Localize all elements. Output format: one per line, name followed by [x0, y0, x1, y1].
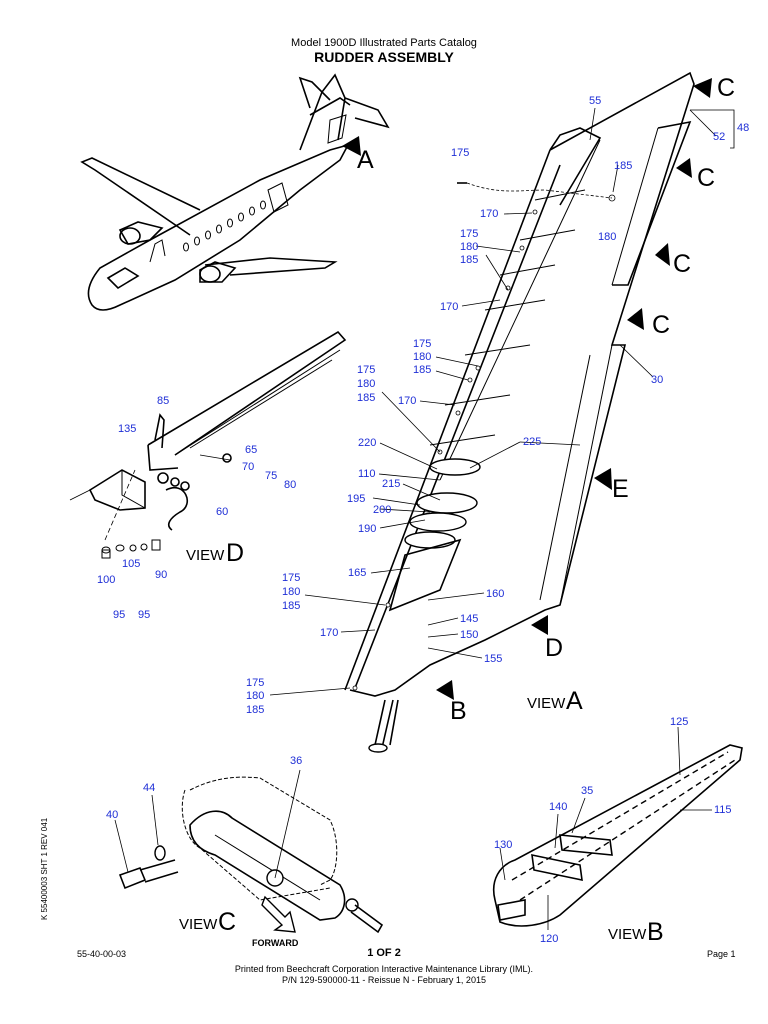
view-b-illustration — [493, 726, 743, 930]
document-code: 55-40-00-03 — [77, 949, 127, 959]
part-number-line: P/N 129-590000-11 - Reissue N - February… — [282, 975, 486, 985]
callout-110: 110 — [358, 468, 376, 480]
callout-225: 225 — [523, 436, 541, 448]
callout-185: 185 — [413, 364, 431, 376]
callout-200: 200 — [373, 504, 391, 516]
view-marker-c: C — [673, 250, 691, 278]
view-caption-letter: D — [226, 539, 244, 567]
callout-125: 125 — [670, 716, 688, 728]
view-c-illustration — [114, 769, 384, 934]
callout-80: 80 — [284, 479, 296, 491]
sheet-revision-code: K 55400003 SHT 1 REV 041 — [40, 817, 49, 920]
callout-175: 175 — [246, 677, 264, 689]
callout-105: 105 — [122, 558, 140, 570]
view-caption-letter: C — [218, 908, 236, 936]
callout-180: 180 — [357, 378, 375, 390]
callout-175: 175 — [451, 147, 469, 159]
view-marker-e: E — [612, 475, 629, 503]
callout-145: 145 — [460, 613, 478, 625]
view-marker-c: C — [652, 311, 670, 339]
callout-180: 180 — [282, 586, 300, 598]
callout-170: 170 — [480, 208, 498, 220]
callout-185: 185 — [614, 160, 632, 172]
callout-180: 180 — [460, 241, 478, 253]
callout-36: 36 — [290, 755, 302, 767]
printed-from-note: Printed from Beechcraft Corporation Inte… — [234, 964, 534, 974]
callout-180: 180 — [246, 690, 264, 702]
callout-170: 170 — [320, 627, 338, 639]
view-caption-letter: A — [566, 687, 583, 715]
callout-120: 120 — [540, 933, 558, 945]
view-d-illustration — [69, 330, 347, 559]
callout-175: 175 — [357, 364, 375, 376]
callout-70: 70 — [242, 461, 254, 473]
callout-44: 44 — [143, 782, 155, 794]
callout-185: 185 — [460, 254, 478, 266]
view-caption-word: VIEW — [186, 547, 225, 564]
callout-95: 95 — [113, 609, 125, 621]
callout-130: 130 — [494, 839, 512, 851]
callout-190: 190 — [358, 523, 376, 535]
view-caption-word: VIEW — [527, 695, 566, 712]
callout-labels: 55 48 52 175 185 180 170 175 180 185 170… — [97, 95, 749, 945]
callout-95: 95 — [138, 609, 150, 621]
assembly-title: RUDDER ASSEMBLY — [314, 49, 454, 65]
callout-180: 180 — [598, 231, 616, 243]
callout-185: 185 — [246, 704, 264, 716]
callout-195: 195 — [347, 493, 365, 505]
callout-185: 185 — [357, 392, 375, 404]
sheet-number: 1 OF 2 — [367, 947, 401, 959]
view-captions: VIEW D VIEW A VIEW C VIEW B FORWARD — [179, 539, 664, 948]
callout-40: 40 — [106, 809, 118, 821]
callout-140: 140 — [549, 801, 567, 813]
callout-155: 155 — [484, 653, 502, 665]
view-marker-b: B — [450, 697, 467, 725]
callout-185: 185 — [282, 600, 300, 612]
callout-48: 48 — [737, 122, 749, 134]
view-marker-a: A — [357, 146, 374, 174]
view-markers: A C C C C E D B — [357, 74, 735, 725]
callout-55: 55 — [589, 95, 601, 107]
callout-52: 52 — [713, 131, 725, 143]
forward-label: FORWARD — [252, 938, 299, 948]
view-marker-c: C — [697, 164, 715, 192]
airplane-illustration — [80, 73, 390, 311]
callout-170: 170 — [440, 301, 458, 313]
callout-165: 165 — [348, 567, 366, 579]
callout-180: 180 — [413, 351, 431, 363]
callout-175: 175 — [460, 228, 478, 240]
callout-60: 60 — [216, 506, 228, 518]
callout-65: 65 — [245, 444, 257, 456]
callout-35: 35 — [581, 785, 593, 797]
view-caption-word: VIEW — [179, 916, 218, 933]
callout-215: 215 — [382, 478, 400, 490]
callout-160: 160 — [486, 588, 504, 600]
catalog-title: Model 1900D Illustrated Parts Catalog — [291, 37, 477, 49]
callout-30: 30 — [651, 374, 663, 386]
view-caption-word: VIEW — [608, 926, 647, 943]
rudder-exploded-view — [269, 71, 735, 753]
callout-90: 90 — [155, 569, 167, 581]
view-marker-c: C — [717, 74, 735, 102]
callout-115: 115 — [714, 804, 732, 816]
view-marker-d: D — [545, 634, 563, 662]
page-number: Page 1 — [707, 949, 736, 959]
callout-100: 100 — [97, 574, 115, 586]
callout-175: 175 — [413, 338, 431, 350]
callout-85: 85 — [157, 395, 169, 407]
view-caption-letter: B — [647, 918, 664, 946]
callout-175: 175 — [282, 572, 300, 584]
callout-135: 135 — [118, 423, 136, 435]
callout-170: 170 — [398, 395, 416, 407]
callout-75: 75 — [265, 470, 277, 482]
callout-150: 150 — [460, 629, 478, 641]
callout-220: 220 — [358, 437, 376, 449]
